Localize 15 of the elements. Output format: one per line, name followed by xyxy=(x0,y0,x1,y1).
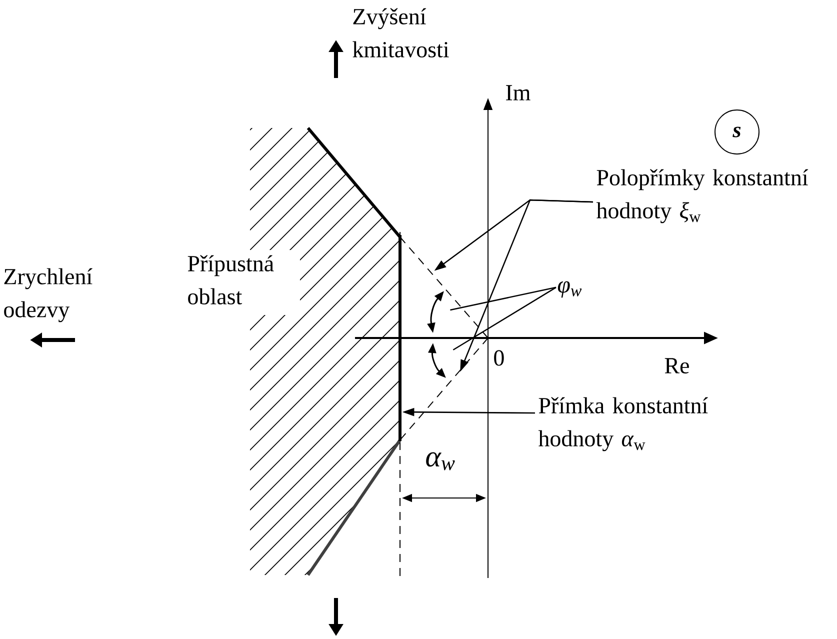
side-label: Zrychlení odezvy xyxy=(4,268,92,322)
dashed-half-line xyxy=(400,236,488,338)
leader-line xyxy=(450,286,556,311)
axis-label: Re xyxy=(664,358,689,374)
annotation-text: Přímka konstantní hodnoty α$_{w}$ xyxy=(538,397,708,452)
angle-label: φ$_{w}$ xyxy=(558,281,582,298)
dimension-label: α$_{w}$ xyxy=(426,452,455,470)
region-label: Přípustná oblast xyxy=(188,255,274,304)
origin-label: 0 xyxy=(494,350,504,366)
side-label: Zvýšení kmitavosti xyxy=(352,8,449,58)
annotation-text: Polopřímky konstantní hodnoty ξ$_{w}$ xyxy=(596,169,808,224)
leader-line xyxy=(452,286,556,350)
boundary-line xyxy=(398,235,402,441)
axis-label: Im xyxy=(506,85,530,100)
dashed-half-line xyxy=(400,338,488,440)
